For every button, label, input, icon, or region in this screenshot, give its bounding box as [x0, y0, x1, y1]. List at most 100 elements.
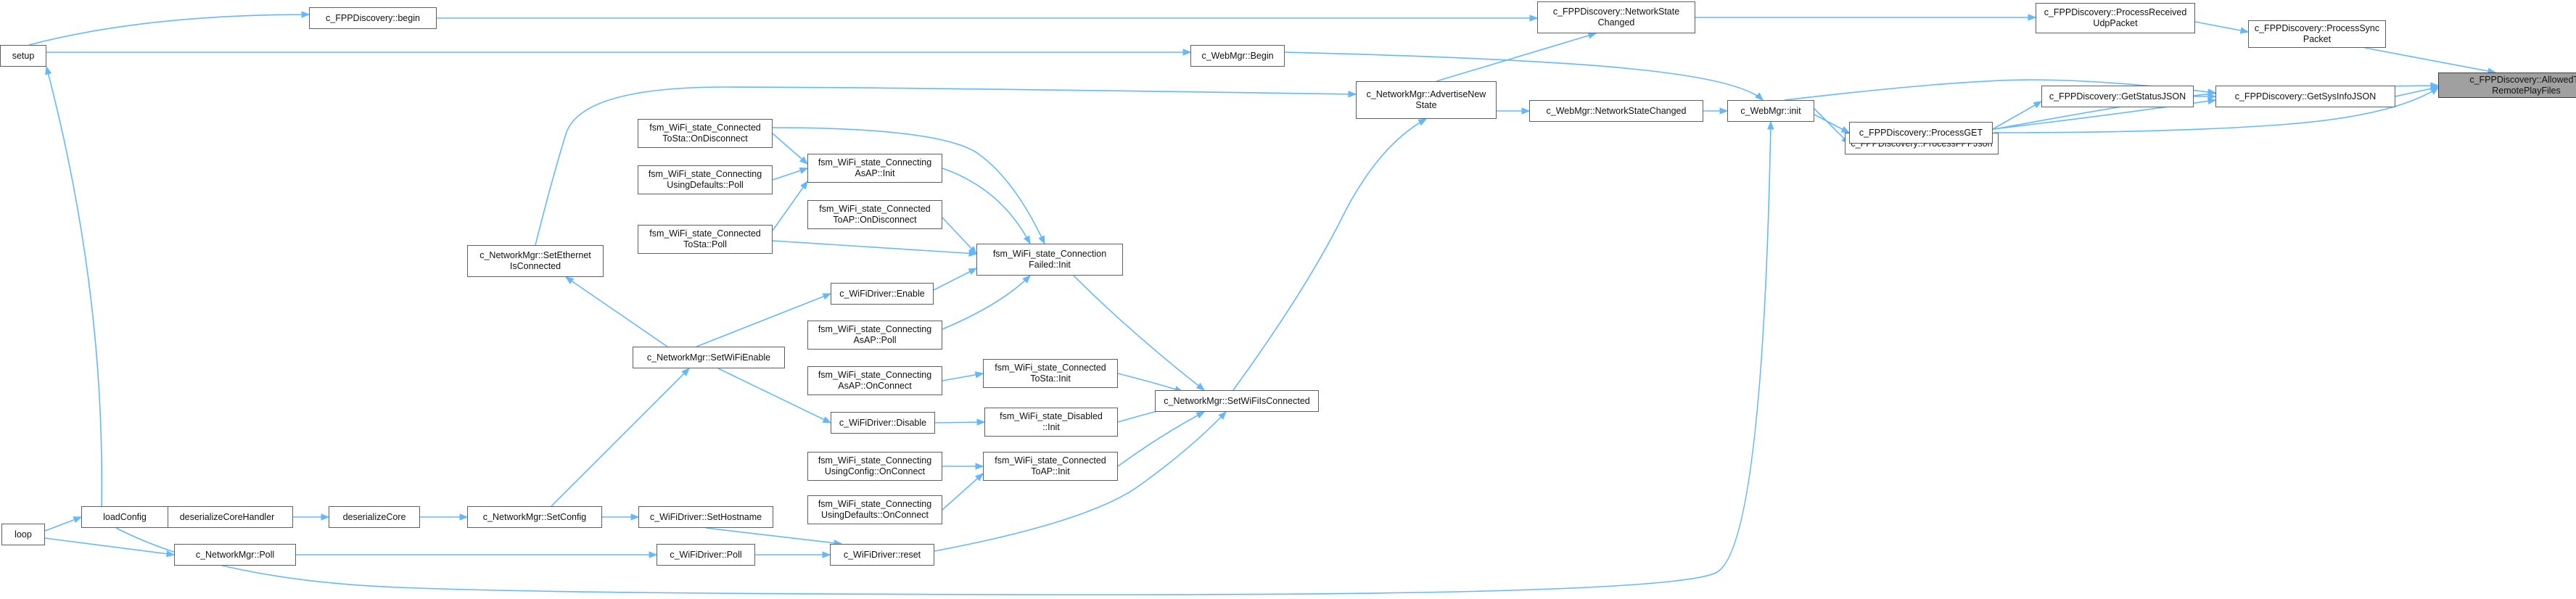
node-loop[interactable]: loop [1, 524, 45, 545]
node-label: c_NetworkMgr::SetWiFiIsConnected [1164, 395, 1310, 406]
edge-loop-to-netpoll [44, 537, 175, 555]
arrowhead [1023, 235, 1031, 245]
node-setwifien[interactable]: c_NetworkMgr::SetWiFiEnable [633, 347, 785, 368]
node-label: State [1415, 100, 1437, 110]
arrowhead [2033, 101, 2043, 109]
node-drvreset[interactable]: c_WiFiDriver::reset [830, 544, 934, 566]
edge-setwifien-to-drvenable [696, 293, 831, 347]
arrowhead [45, 65, 52, 75]
edge-ctstaonds-to-casapinit [772, 133, 808, 165]
arrowhead [1840, 125, 1851, 133]
node-label: UdpPacket [2093, 18, 2138, 28]
node-label: RemotePlayFiles [2492, 85, 2561, 96]
node-label: fsm_WiFi_state_Connected [995, 363, 1106, 373]
edge-advstate-to-netstate [1436, 33, 1597, 82]
node-netpoll[interactable]: c_NetworkMgr::Poll [174, 544, 296, 566]
edge-drvreset-to-setwifi [934, 411, 1227, 552]
edge-ctapinit-to-setwifi [1117, 411, 1205, 467]
arrowhead [1755, 92, 1764, 101]
node-label: c_WiFiDriver::Poll [670, 549, 742, 560]
node-label: c_FPPDiscovery::ProcessGET [1859, 127, 1983, 138]
node-label: c_WiFiDriver::Disable [839, 417, 927, 428]
node-discbegin[interactable]: c_FPPDiscovery::begin [309, 7, 437, 29]
node-label: c_NetworkMgr::Poll [195, 549, 275, 560]
node-sethost[interactable]: c_WiFiDriver::SetHostname [638, 506, 773, 528]
node-loadcfg[interactable]: loadConfig [81, 506, 168, 528]
edge-sethost-to-drvreset [705, 527, 842, 545]
node-setconfig[interactable]: c_NetworkMgr::SetConfig [467, 506, 602, 528]
node-label: deserializeCoreHandler [179, 511, 275, 522]
node-label: fsm_WiFi_state_Disabled [1000, 411, 1103, 421]
node-statusjson[interactable]: c_FPPDiscovery::GetStatusJSON [2041, 86, 2194, 107]
node-label: fsm_WiFi_state_Connected [819, 204, 931, 214]
node-setwifi[interactable]: c_NetworkMgr::SetWiFiIsConnected [1155, 390, 1319, 412]
node-deser[interactable]: deserializeCore [329, 506, 420, 528]
edge-procget-to-allowed [1993, 87, 2439, 133]
arrowhead [630, 513, 640, 521]
edge-setup-to-discbegin [28, 14, 310, 46]
node-label: loop [15, 529, 32, 540]
node-disinit[interactable]: fsm_WiFi_state_Disabled::Init [984, 408, 1118, 437]
arrowhead [1719, 107, 1729, 115]
node-label: fsm_WiFi_state_Connecting [818, 157, 932, 168]
arrowhead [2207, 88, 2217, 96]
arrowhead [822, 293, 832, 300]
node-label: loadConfig [103, 511, 147, 522]
edge-webinit-to-fppjson [1814, 108, 1850, 144]
arrowhead [1182, 49, 1192, 56]
arrowhead [976, 418, 986, 426]
node-label: fsm_WiFi_state_Connecting [818, 499, 932, 509]
node-webinit[interactable]: c_WebMgr::init [1727, 100, 1814, 122]
arrowhead [1196, 382, 1206, 391]
node-label: fsm_WiFi_state_Connected [649, 123, 761, 133]
edge-ctstaonds-to-cfinit [772, 127, 1045, 244]
arrowhead [2207, 93, 2217, 100]
arrowhead [822, 416, 832, 424]
node-sysinfo[interactable]: c_FPPDiscovery::GetSysInfoJSON [2215, 86, 2395, 107]
node-drvenable[interactable]: c_WiFiDriver::Enable [831, 283, 934, 305]
node-label: setup [12, 50, 35, 61]
arrowhead [968, 268, 978, 275]
node-label: c_WebMgr::Begin [1201, 50, 1274, 61]
node-label: c_FPPDiscovery::NetworkState [1552, 7, 1680, 17]
edge-casapinit-to-cfinit [942, 168, 1031, 244]
arrowhead [1218, 411, 1227, 420]
node-label: ToSta::OnDisconnect [662, 133, 748, 144]
node-webbegin[interactable]: c_WebMgr::Begin [1190, 45, 1285, 67]
node-label: ToSta::Poll [683, 239, 727, 249]
node-label: fsm_WiFi_state_Connected [649, 228, 761, 239]
node-label: c_WiFiDriver::Enable [839, 288, 925, 299]
node-deserh[interactable]: deserializeCoreHandler [161, 506, 293, 528]
arrowhead [2239, 27, 2250, 34]
node-setup[interactable]: setup [0, 45, 46, 67]
node-procget[interactable]: c_FPPDiscovery::ProcessGET [1849, 122, 1993, 144]
node-label: UsingDefaults::Poll [667, 180, 744, 190]
arrowhead [2207, 97, 2217, 105]
node-webnsc[interactable]: c_WebMgr::NetworkStateChanged [1529, 100, 1703, 122]
node-drvdisable[interactable]: c_WiFiDriver::Disable [831, 412, 935, 434]
node-label: c_NetworkMgr::SetWiFiEnable [646, 352, 771, 363]
node-drvpoll[interactable]: c_WiFiDriver::Poll [657, 544, 755, 566]
arrowhead [1417, 118, 1428, 126]
arrowhead [681, 368, 690, 376]
arrowhead [968, 249, 978, 257]
node-label: AsAP::Init [855, 168, 895, 178]
